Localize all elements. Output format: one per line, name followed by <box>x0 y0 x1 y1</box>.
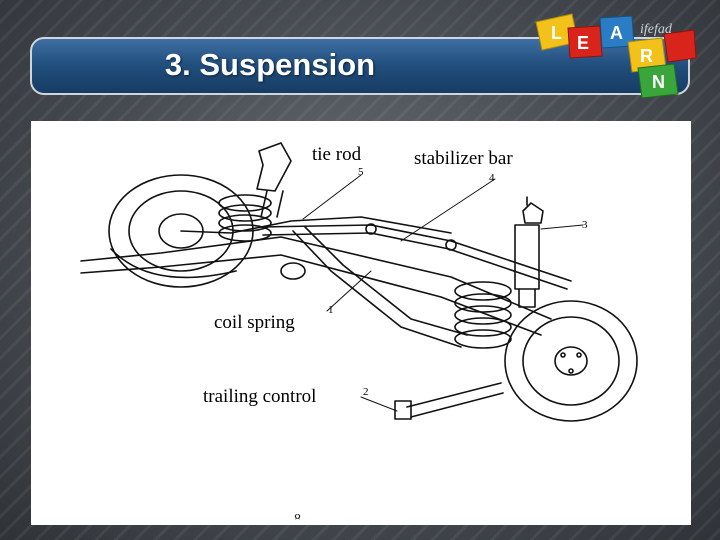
part-number-4: 4 <box>489 172 495 184</box>
label-shock-absorber-line2: absorber <box>580 198 646 219</box>
label-coil-spring: coil spring <box>214 312 295 333</box>
learn-puzzle-logo: L E A R N <box>535 13 697 98</box>
puzzle-piece-e: E <box>567 25 603 59</box>
label-trailing-control: trailing control <box>203 386 317 407</box>
logo-letter-n: N <box>652 72 665 92</box>
part-number-5: 5 <box>358 166 364 178</box>
label-tie-rod: tie rod <box>312 144 362 165</box>
right-shock-absorber <box>514 196 544 308</box>
part-number-3: 3 <box>582 219 588 231</box>
slide-title: 3. Suspension <box>164 47 376 82</box>
puzzle-piece-r: R <box>627 37 667 73</box>
right-wheel <box>504 300 638 422</box>
logo-letter-e: E <box>577 33 589 53</box>
part-number-2: 2 <box>363 386 369 398</box>
logo-caption: ifefad <box>640 22 672 37</box>
left-shock-absorber <box>256 142 292 218</box>
puzzle-piece-n: N <box>637 63 679 98</box>
diagram-panel <box>31 121 691 525</box>
lateral-link <box>394 382 504 420</box>
logo-letter-l: L <box>551 23 562 43</box>
part-number-1: 1 <box>328 304 334 316</box>
right-coil-spring <box>454 281 512 349</box>
label-stabilizer-bar: stabilizer bar <box>414 148 513 169</box>
leader-lines <box>302 174 584 412</box>
puzzle-piece-extra <box>663 29 697 63</box>
suspension-diagram <box>80 142 638 422</box>
footer-caption: ... ... ... 8 ... ... <box>228 512 347 519</box>
label-shock-absorber-line1: shock <box>580 170 625 191</box>
left-coil-spring <box>218 194 272 242</box>
logo-letter-a: A <box>610 23 623 43</box>
trailing-control-arm <box>280 226 468 348</box>
axle-beam <box>80 216 552 336</box>
stabilizer-bar <box>260 223 572 290</box>
logo-letter-r: R <box>640 46 653 66</box>
